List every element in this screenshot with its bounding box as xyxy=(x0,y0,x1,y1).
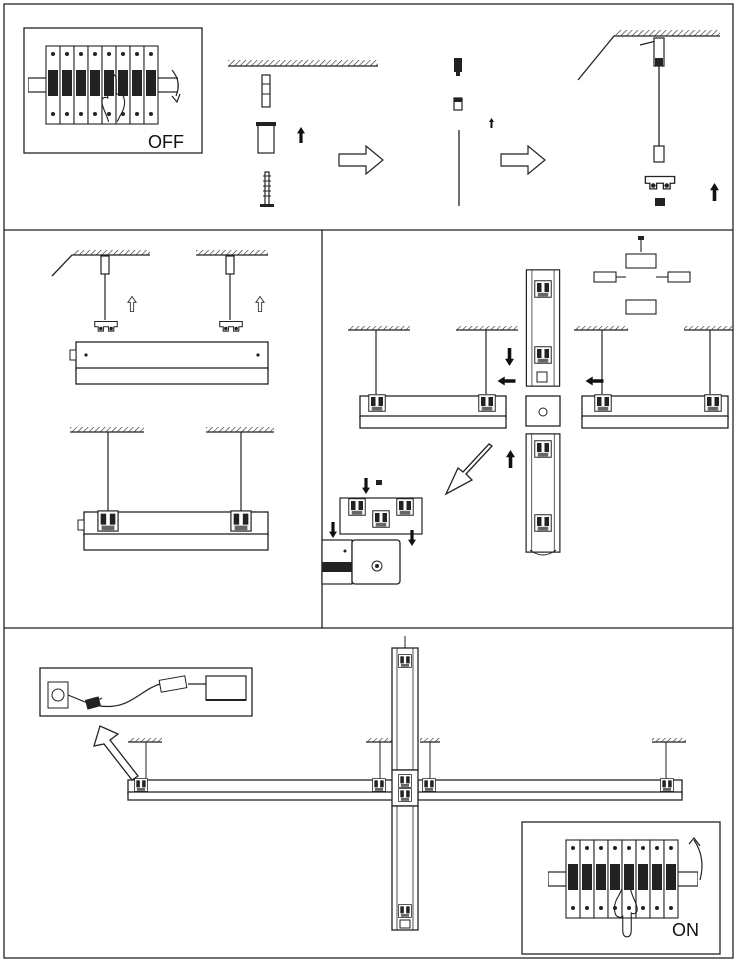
connector-detail xyxy=(321,478,423,585)
process-arrow-icon xyxy=(500,145,546,175)
step-1-panel: OFF xyxy=(23,27,720,207)
connector-plate-exploded xyxy=(593,240,691,315)
breaker-on-box: ON xyxy=(521,821,721,955)
linear-fixture xyxy=(69,341,269,385)
step-2-panel xyxy=(51,250,274,551)
ceiling-anchor-parts xyxy=(228,60,378,207)
plug-box xyxy=(39,667,253,717)
linear-fixture-hung xyxy=(77,510,269,551)
breaker-off-box: OFF xyxy=(23,27,203,154)
ceiling-pendant-assembly xyxy=(577,30,720,206)
breaker-panel-off-icon xyxy=(28,45,181,125)
cable-parts xyxy=(453,58,494,206)
diagonal-arrow-icon xyxy=(444,443,493,496)
step-3-panel xyxy=(321,236,733,585)
wall-plug-icon xyxy=(47,675,247,710)
screw-icon xyxy=(260,171,274,207)
step-4-panel: ON xyxy=(39,636,721,955)
cross-fixture-assembly xyxy=(127,636,686,931)
breaker-panel-on-icon xyxy=(548,837,703,938)
on-label: ON xyxy=(672,920,699,940)
process-arrow-icon xyxy=(338,145,384,175)
off-label: OFF xyxy=(148,132,184,152)
